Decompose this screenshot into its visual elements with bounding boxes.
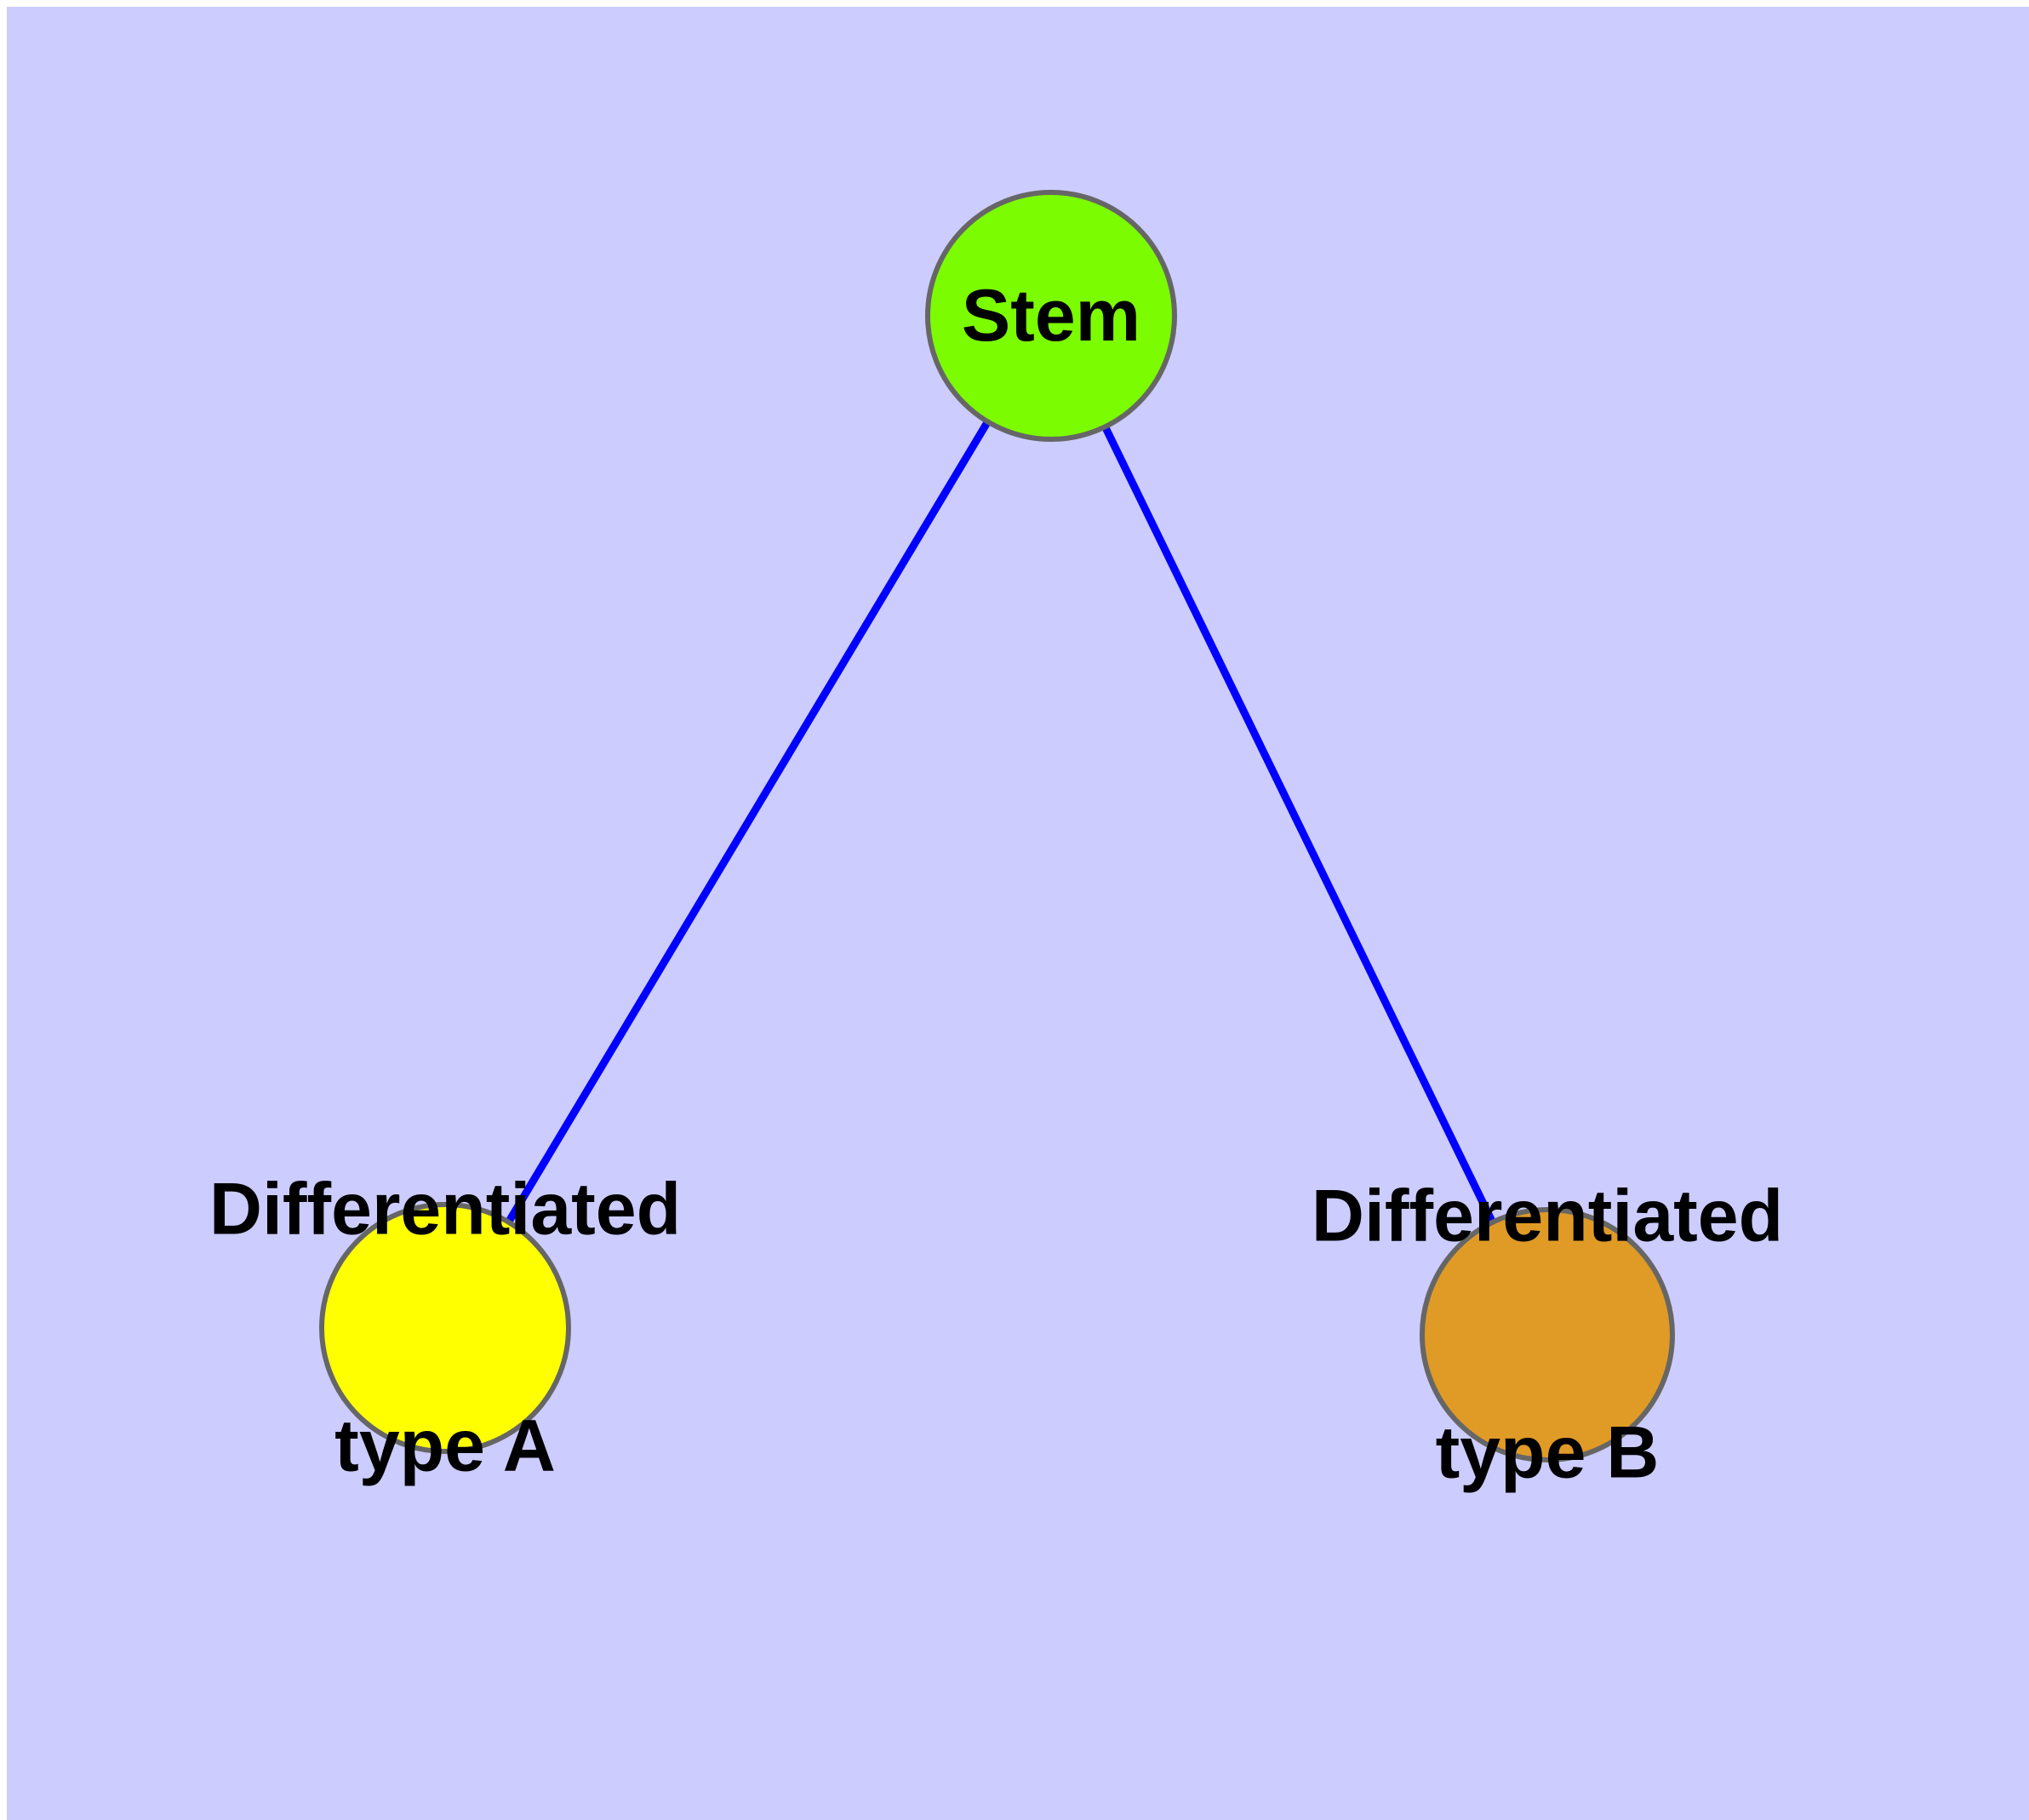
edge-stem-to-diff-a	[442, 313, 1055, 1331]
edges-layer	[442, 313, 1552, 1336]
nodes-layer	[319, 190, 1675, 1462]
node-stem[interactable]	[925, 190, 1177, 442]
edge-stem-to-diff-b	[1047, 314, 1552, 1336]
node-diff-b[interactable]	[1420, 1207, 1675, 1462]
node-diff-a[interactable]	[319, 1202, 571, 1454]
